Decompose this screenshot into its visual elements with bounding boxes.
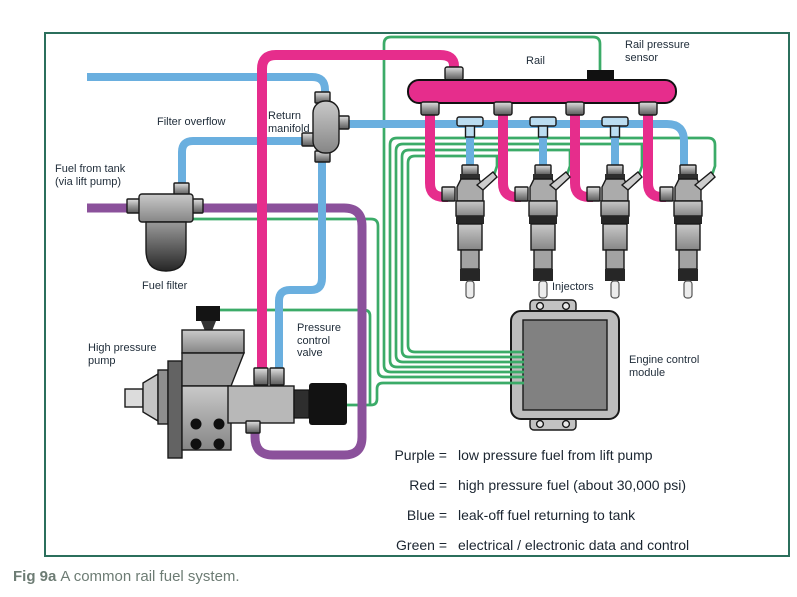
diagram-frame — [44, 32, 790, 557]
injector-2 — [514, 164, 571, 299]
injector-4-wire — [388, 136, 717, 369]
rail-sensor-wire — [382, 35, 602, 374]
engine-control-module-label: Engine control module — [629, 354, 700, 379]
high-pressure-pump-label: High pressure pump — [88, 342, 157, 367]
injector-3 — [586, 164, 643, 299]
control-valve-wire — [346, 381, 524, 407]
rail-pressure-sensor — [587, 70, 614, 81]
fuel-filter-wire — [186, 217, 524, 379]
legend-row-red: Red =high pressure fuel (about 30,000 ps… — [409, 477, 687, 493]
rail-label: Rail — [526, 55, 545, 67]
fuel-rail — [407, 66, 677, 116]
legend-row-blue: Blue =leak-off fuel returning to tank — [406, 507, 636, 523]
pressure-control-valve-label: Pressure control valve — [297, 322, 342, 359]
valve-solenoid — [293, 389, 310, 419]
fuel-filter — [126, 182, 204, 272]
low-pressure-pipe — [87, 203, 367, 460]
tee-fittings — [456, 116, 629, 138]
high-pressure-pump — [124, 306, 347, 459]
injector-1 — [441, 164, 498, 299]
legend-row-purple: Purple =low pressure fuel from lift pump — [394, 447, 653, 463]
injector-2-wire — [400, 148, 572, 359]
pressure-control-valve — [227, 367, 347, 434]
electrical-wires — [186, 35, 717, 407]
rail-pressure-sensor-label: Rail pressure sensor — [625, 39, 690, 64]
engine-control-module — [510, 299, 620, 431]
legend-row-green: Green =electrical / electronic data and … — [396, 537, 690, 553]
leak-off-pipes — [87, 73, 688, 372]
fuel-filter-label: Fuel filter — [142, 280, 188, 292]
injector-4 — [659, 164, 716, 299]
injectors-label: Injectors — [552, 281, 594, 293]
fuel-metering-unit — [196, 306, 220, 321]
fuel-from-tank-label: Fuel from tank (via lift pump) — [55, 163, 126, 188]
injector-1-wire — [406, 154, 524, 354]
injector-3-wire — [394, 142, 644, 364]
return-manifold-label: Return manifold — [268, 110, 310, 135]
filter-overflow-label: Filter overflow — [157, 116, 226, 128]
return-manifold — [301, 91, 350, 163]
